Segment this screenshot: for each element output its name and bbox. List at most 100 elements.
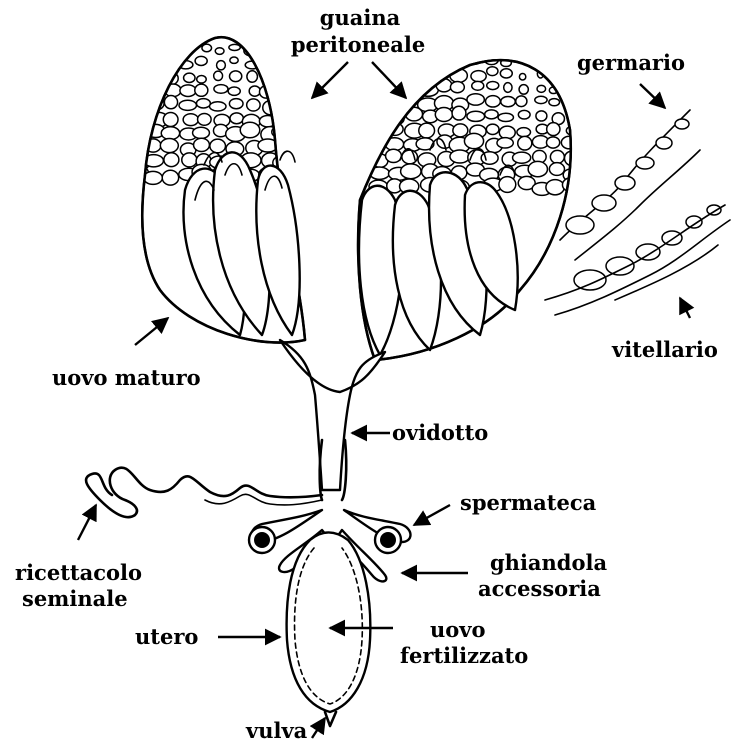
follicle-cell [214, 85, 228, 94]
follicle-cell [485, 110, 498, 119]
germario-strands [545, 110, 730, 315]
follicle-cell [150, 56, 162, 69]
follicle-cell [450, 150, 470, 163]
follicle-cell [546, 180, 564, 195]
label-peritoneale: peritoneale [291, 32, 425, 57]
follicle-cell [419, 123, 435, 138]
follicle-cell [516, 96, 527, 107]
follicle-cell [133, 128, 151, 140]
germ-bead [686, 216, 702, 228]
follicle-cell [163, 113, 178, 127]
follicle-cell [570, 97, 580, 106]
left-ovariole [130, 27, 313, 342]
oviduct [280, 340, 385, 500]
follicle-cell [200, 29, 210, 36]
follicle-cell [275, 87, 292, 99]
follicle-cell [518, 136, 532, 150]
follicle-cell [419, 69, 437, 83]
label-spermateca: spermateca [460, 490, 597, 515]
follicle-cell [247, 99, 260, 111]
label-germario: germario [577, 50, 685, 75]
follicle-cell [535, 96, 547, 103]
follicle-cell [260, 34, 272, 43]
follicle-cell [150, 70, 162, 83]
follicle-cell [262, 55, 274, 65]
label-vulva: vulva [245, 718, 308, 743]
follicle-cell [183, 114, 198, 126]
follicle-cell [537, 85, 546, 92]
arrow-vulva [312, 718, 325, 738]
follicle-cell [499, 126, 515, 139]
follicle-cell [184, 73, 195, 82]
arrow-germario [640, 84, 665, 108]
follicle-cell [518, 110, 530, 119]
arrow-vitellario [680, 298, 690, 318]
label-fertilizzato: fertilizzato [400, 643, 528, 668]
follicle-cell [401, 164, 421, 179]
follicle-cell [450, 82, 464, 93]
follicle-cell [229, 99, 243, 109]
germ-bead [592, 195, 616, 211]
follicle-cell [371, 93, 389, 109]
follicle-cell [210, 139, 226, 153]
arrow-uovo-maturo [135, 318, 168, 345]
follicle-cell [486, 124, 499, 134]
follicle-cell [497, 138, 513, 148]
label-ghiandola: ghiandola [490, 550, 607, 575]
follicle-cell [436, 51, 453, 64]
follicle-cell [453, 124, 468, 137]
follicle-cell [230, 113, 243, 124]
follicle-cell [247, 71, 258, 82]
arrow-ricettacolo [78, 505, 96, 540]
follicle-cell [498, 113, 513, 121]
follicle-cell [550, 150, 564, 163]
follicle-cell [550, 72, 561, 80]
follicle-cell [547, 123, 560, 136]
follicle-cell [504, 83, 512, 93]
follicle-cell [278, 28, 290, 40]
follicle-cell [292, 124, 309, 140]
label-uovo-maturo: uovo maturo [52, 365, 201, 390]
germ-bead [707, 205, 721, 215]
follicle-cell [368, 79, 387, 94]
label-seminale: seminale [22, 586, 128, 611]
follicle-cell [472, 81, 484, 90]
follicle-cell [230, 57, 238, 63]
follicle-cell [212, 28, 223, 36]
follicle-cell [293, 166, 313, 181]
follicle-cell [294, 83, 310, 96]
utero [287, 533, 371, 727]
follicle-cell [130, 112, 147, 125]
follicle-cell [370, 109, 386, 124]
follicle-cell [565, 82, 574, 92]
ricettacolo-seminale [86, 468, 322, 517]
follicle-cell [146, 82, 165, 95]
label-ovidotto: ovidotto [392, 420, 488, 445]
follicle-cell [217, 61, 226, 70]
follicle-cell [519, 85, 528, 95]
follicle-cell [149, 43, 165, 55]
follicle-cell [519, 73, 525, 80]
follicle-cell [210, 102, 226, 111]
follicle-cell [388, 94, 404, 110]
germ-bead [566, 216, 594, 234]
follicle-cell [386, 149, 402, 162]
follicle-cell [198, 113, 212, 125]
follicle-cell [536, 55, 543, 64]
follicle-cell [549, 99, 560, 106]
follicle-cell [144, 171, 163, 184]
follicle-cell [131, 87, 149, 102]
follicle-cell [245, 31, 257, 39]
germ-bead [615, 176, 635, 190]
arrow-guaina-left [312, 62, 348, 98]
follicle-cell [133, 69, 149, 80]
follicle-cell [230, 71, 242, 82]
follicle-cell [275, 74, 292, 85]
follicle-cell [452, 106, 466, 120]
follicle-cell [195, 56, 207, 65]
follicle-cell [165, 60, 179, 70]
germ-bead [606, 257, 634, 275]
follicle-cell [215, 48, 224, 55]
follicle-cell [289, 141, 307, 154]
